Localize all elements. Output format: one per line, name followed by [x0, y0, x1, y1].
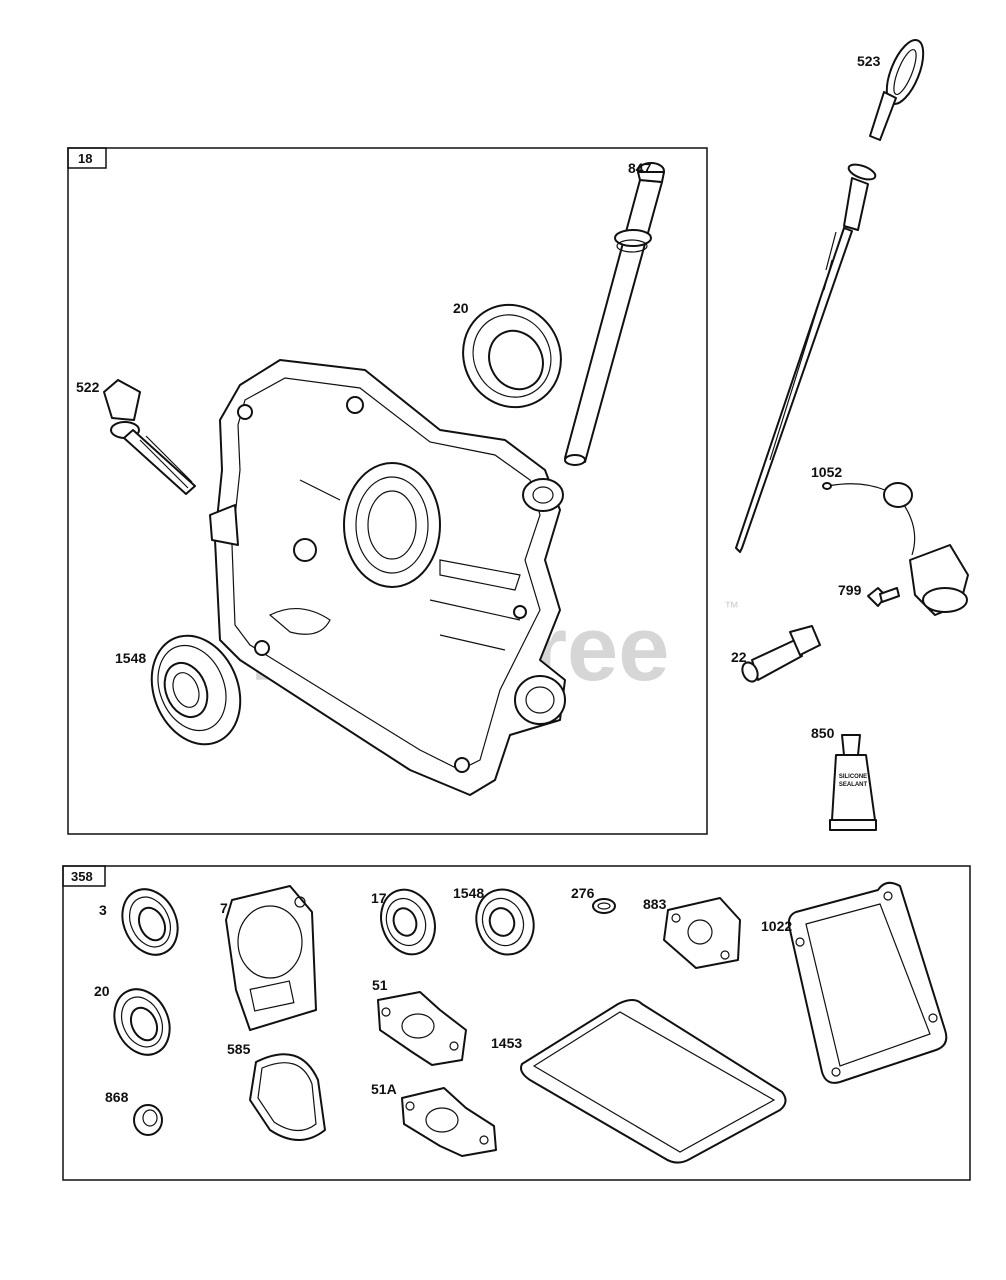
group-label-18: 18: [78, 151, 92, 166]
group-tag-18: [67, 147, 107, 169]
callout-522: 522: [76, 379, 100, 395]
callout-523: 523: [857, 53, 881, 69]
callout-22: 22: [731, 649, 747, 665]
callout-7: 7: [220, 900, 228, 916]
group-frame-18: [67, 147, 708, 835]
callout-1548-kit: 1548: [453, 885, 484, 901]
part-1453-gasket[interactable]: [520, 999, 787, 1164]
part-868-valve-seal[interactable]: [133, 1104, 163, 1136]
callout-20-kit: 20: [94, 983, 110, 999]
part-883-gasket[interactable]: [663, 897, 741, 969]
callout-51: 51: [372, 977, 388, 993]
callout-868: 868: [105, 1089, 129, 1105]
callout-799: 799: [838, 582, 862, 598]
part-1022-gasket[interactable]: [787, 881, 948, 1084]
crankcase-cover[interactable]: [209, 359, 566, 796]
part-850-sealant-tube[interactable]: SILICONE SEALANT: [829, 734, 877, 831]
group-tag-358: [62, 865, 106, 887]
callout-1052: 1052: [811, 464, 842, 480]
part-3-seal[interactable]: [112, 880, 188, 964]
callout-1453: 1453: [491, 1035, 522, 1051]
part-799-bolt[interactable]: [867, 587, 900, 607]
callout-1022: 1022: [761, 918, 792, 934]
callout-883: 883: [643, 896, 667, 912]
watermark-trademark: ™: [724, 599, 739, 616]
callout-17: 17: [371, 890, 387, 906]
part-1548-bearing[interactable]: [136, 622, 256, 757]
part-17-bearing[interactable]: [372, 882, 443, 962]
tube-label-line2: SEALANT: [839, 782, 868, 788]
part-20-seal-kit[interactable]: [104, 980, 180, 1064]
callout-3: 3: [99, 902, 107, 918]
callout-1548-top: 1548: [115, 650, 146, 666]
part-1052-sensor[interactable]: [822, 482, 969, 616]
callout-276: 276: [571, 885, 595, 901]
part-20-seal[interactable]: [445, 288, 579, 425]
part-22-bolt[interactable]: [739, 625, 821, 684]
callout-51a: 51A: [371, 1081, 397, 1097]
part-7-head-gasket[interactable]: [225, 885, 317, 1031]
callout-20-top: 20: [453, 300, 469, 316]
part-522[interactable]: [103, 379, 196, 495]
group-frame-358: [62, 865, 971, 1181]
part-847-tube[interactable]: [564, 162, 665, 466]
tube-label-line1: SILICONE: [839, 774, 867, 780]
part-523-dipstick[interactable]: [735, 35, 931, 553]
callout-847: 847: [628, 160, 652, 176]
group-label-358: 358: [71, 869, 93, 884]
callout-585: 585: [227, 1041, 251, 1057]
callout-850: 850: [811, 725, 835, 741]
part-585-gasket[interactable]: [249, 1053, 326, 1141]
part-51-gasket[interactable]: [377, 991, 467, 1066]
part-51a-gasket[interactable]: [401, 1087, 497, 1157]
part-1548-bearing-kit[interactable]: [467, 881, 542, 962]
part-276-ring[interactable]: [592, 898, 616, 914]
